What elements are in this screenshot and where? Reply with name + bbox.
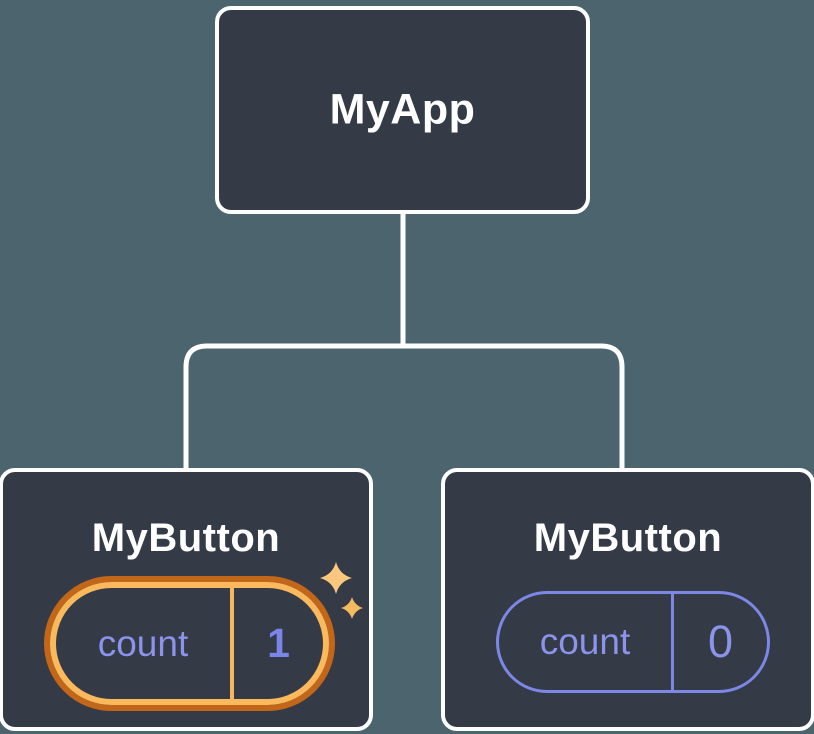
state-key-cell: count bbox=[499, 594, 671, 690]
node-title: MyButton bbox=[91, 516, 281, 560]
pill-divider bbox=[230, 588, 234, 699]
node-title: MyButton bbox=[533, 516, 723, 560]
state-value: 1 bbox=[267, 620, 290, 666]
state-value-cell: 1 bbox=[234, 588, 323, 699]
state-key-cell: count bbox=[56, 588, 230, 699]
state-key: count bbox=[97, 622, 189, 664]
child-node-mybutton-2: MyButton count 0 bbox=[441, 468, 814, 731]
root-node-myapp: MyApp bbox=[215, 6, 590, 214]
sparkle-small bbox=[341, 597, 363, 619]
sparkle-big bbox=[320, 562, 352, 594]
state-value-cell: 0 bbox=[674, 594, 767, 690]
state-value: 0 bbox=[707, 616, 734, 667]
state-key: count bbox=[539, 621, 631, 662]
state-pill: count 0 bbox=[496, 591, 770, 693]
sparkles-icon bbox=[320, 562, 363, 619]
child-node-mybutton-1: MyButton count 1 bbox=[0, 468, 373, 731]
state-pill-highlighted: count 1 bbox=[44, 576, 335, 711]
pill-divider bbox=[671, 594, 674, 690]
connector-bracket bbox=[183, 343, 625, 472]
node-title: MyApp bbox=[329, 85, 476, 134]
state-pill-inner-ring: count 1 bbox=[50, 582, 329, 705]
